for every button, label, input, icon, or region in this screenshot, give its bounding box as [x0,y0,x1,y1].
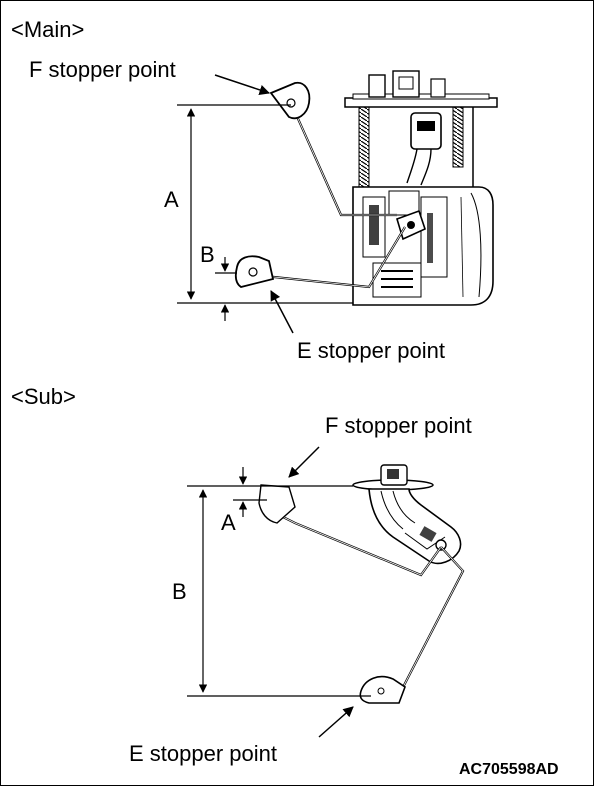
sub-float-arm-e [359,546,465,704]
main-dimension-b-label: B [200,242,215,267]
sub-f-stopper-label: F stopper point [325,413,472,438]
main-float-arm-f [269,81,397,217]
main-fuel-pump-assembly [344,70,498,306]
sub-fuel-sender-assembly [352,464,462,565]
sub-dimension-b-label: B [172,579,187,604]
sub-dimension-a-label: A [221,510,236,535]
main-heading: <Main> [11,17,85,42]
main-dimension-lines [177,104,353,321]
sub-heading: <Sub> [11,384,76,409]
main-float-arm-e [234,226,406,289]
sub-leader-lines [288,446,354,738]
figure-code: AC705598AD [459,761,559,778]
sub-float-arm-f [258,484,442,577]
main-leader-lines [214,74,294,334]
main-f-stopper-label: F stopper point [29,57,176,82]
main-e-stopper-label: E stopper point [297,338,445,363]
main-dimension-a-label: A [164,187,179,212]
sub-dimension-lines [187,467,371,697]
sub-e-stopper-label: E stopper point [129,741,277,766]
